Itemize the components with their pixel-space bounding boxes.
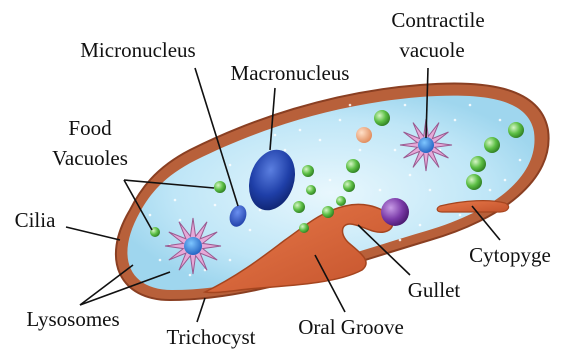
granule: [339, 119, 342, 122]
label-contractile-line2: vacuole: [399, 38, 464, 62]
food-vacuole: [346, 159, 360, 173]
food-vacuole: [322, 206, 334, 218]
granule: [504, 179, 507, 182]
label-micronucleus: Micronucleus: [80, 38, 195, 62]
label-gullet: Gullet: [408, 278, 461, 302]
leader-lysosomes-1: [80, 265, 133, 305]
granule: [404, 104, 407, 107]
granule: [274, 134, 277, 137]
food-vacuole: [336, 196, 346, 206]
contractile-vacuole-core: [418, 137, 434, 153]
food-vacuole: [508, 122, 524, 138]
granule: [329, 179, 332, 182]
food-vacuole: [484, 137, 500, 153]
vesicle-orange: [356, 127, 372, 143]
granule: [299, 129, 302, 132]
food-vacuole: [470, 156, 486, 172]
granule: [499, 119, 502, 122]
granule: [359, 149, 362, 152]
granule: [229, 259, 232, 262]
granule: [159, 259, 162, 262]
granule: [179, 219, 182, 222]
granule: [399, 239, 402, 242]
granule: [469, 104, 472, 107]
granule: [379, 189, 382, 192]
granule: [214, 204, 217, 207]
granule: [249, 229, 252, 232]
food-vacuole: [306, 185, 316, 195]
label-macronucleus: Macronucleus: [231, 61, 350, 85]
granule: [229, 164, 232, 167]
contractile-vacuole-core: [184, 237, 202, 255]
granule: [519, 159, 522, 162]
granule: [489, 189, 492, 192]
granule: [149, 214, 152, 217]
food-vacuole: [466, 174, 482, 190]
granule: [409, 174, 412, 177]
food-vacuole: [299, 223, 309, 233]
granule: [189, 274, 192, 277]
granule: [174, 199, 177, 202]
label-food-line2: Vacuoles: [52, 146, 128, 170]
granule: [284, 149, 287, 152]
label-cilia: Cilia: [15, 208, 57, 232]
label-oral-groove: Oral Groove: [298, 315, 404, 339]
food-vacuole: [214, 181, 226, 193]
food-vacuole: [343, 180, 355, 192]
label-trichocyst: Trichocyst: [166, 325, 255, 349]
food-vacuole: [374, 110, 390, 126]
label-food-line1: Food: [68, 116, 112, 140]
food-vacuole: [293, 201, 305, 213]
granule: [259, 209, 262, 212]
food-vacuole: [302, 165, 314, 177]
granule: [429, 189, 432, 192]
granule: [419, 224, 422, 227]
leader-cilia: [66, 227, 120, 240]
lysosome-purple: [381, 198, 409, 226]
label-contractile-line1: Contractile: [391, 8, 484, 32]
granule: [459, 214, 462, 217]
granule: [349, 104, 352, 107]
granule: [394, 149, 397, 152]
label-cytopyge: Cytopyge: [469, 243, 551, 267]
granule: [319, 139, 322, 142]
label-lysosomes: Lysosomes: [26, 307, 119, 331]
leader-trichocyst: [197, 298, 205, 322]
granule: [454, 119, 457, 122]
